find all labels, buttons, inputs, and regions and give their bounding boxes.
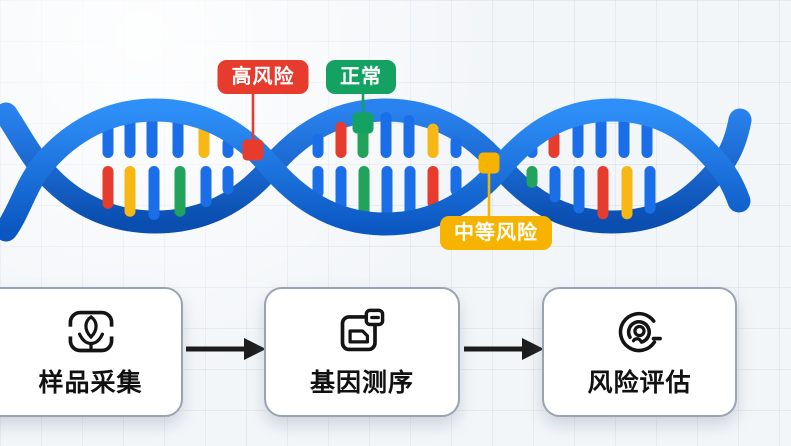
dna-rung-yellow [427,123,439,158]
dna-rung-blue [335,166,347,211]
dna-rung-blue [146,112,158,158]
dna-rung-blue [222,166,234,195]
dna-rung-blue [641,117,653,158]
medium-risk-marker [478,152,500,174]
dna-rung-blue [312,166,324,199]
step-label: 样品采集 [38,369,143,397]
dna-strand-back [0,98,752,234]
dna-strand-front [0,98,751,242]
dna-rung-red [597,166,609,220]
dna-rung-blue [380,112,392,158]
step-label: 风险评估 [587,369,692,397]
dna-rung-green [526,166,538,188]
dna-rung-blue [102,123,114,158]
dna-rung-blue [644,166,656,214]
dna-rung-blue [450,136,462,158]
high-risk-badge: 高风险 [217,60,309,94]
step-risk-assessment: 风险评估 [542,287,737,417]
dna-rung-blue [618,112,630,158]
normal-marker [352,112,374,134]
step-label: 基因测序 [309,369,414,397]
dna-rung-red [335,121,347,158]
dna-rung-blue [148,166,160,220]
dna-rung-blue [124,115,136,158]
dna-rung-yellow [124,166,136,217]
flow-arrow-2 [464,338,544,360]
dna-rung-yellow [621,166,633,220]
normal-badge: 正常 [326,60,396,94]
flow-arrow-1 [186,338,266,360]
dna-rung-yellow [198,124,210,158]
dna-rung-blue [312,133,324,158]
dna-rung-blue [172,114,184,158]
dna-rung-blue [595,113,607,158]
dna-rung-blue [381,166,393,220]
sample-collection-icon [65,310,116,353]
risk-assessment-icon [618,311,662,353]
step-gene-sequencing: 基因测序 [264,287,460,417]
dna-rung-red [102,166,114,209]
dna-rung-blue [549,166,561,203]
dna-rung-blue [572,119,584,158]
dna-rung-blue [450,166,462,196]
dna-rung-red [427,166,439,209]
dna-rung-blue [404,166,416,217]
high-risk-marker [242,139,264,161]
dna-helix-illustration [0,93,752,242]
dna-rung-blue [200,166,212,207]
dna-rung-green [174,166,186,217]
dna-rung-green [358,166,370,218]
step-sample-collection: 样品采集 [0,287,183,417]
medium-risk-badge: 中等风险 [440,216,552,250]
dna-rung-blue [573,166,585,214]
dna-rung-blue [403,114,415,158]
gene-sequencing-icon [340,308,385,352]
